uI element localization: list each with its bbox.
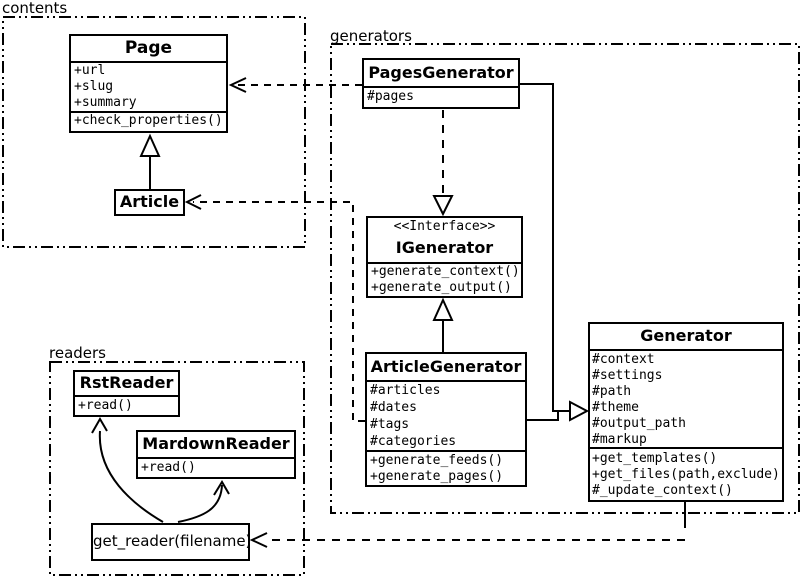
package-contents-border [2, 16, 306, 248]
class-box-markdownreader: MardownReader +read() [136, 430, 296, 479]
class-attributes-pagesgenerator: #pages [364, 88, 518, 105]
inheritance-arrow-article-to-page [139, 133, 161, 189]
class-box-generator: Generator #context #settings #path #them… [588, 322, 784, 502]
function-box-get-reader: get_reader(filename) [91, 523, 251, 561]
class-title-igenerator: <<Interface>> IGenerator [368, 218, 521, 264]
class-box-rstreader: RstReader +read() [73, 370, 180, 417]
attribute-dates: #dates [370, 400, 417, 415]
class-attributes-page: +url +slug +summary [71, 63, 226, 113]
attribute-articles: #articles [370, 383, 441, 398]
method-get-files: +get_files(path,exclude) [592, 467, 780, 482]
class-methods-markdownreader: +read() [138, 459, 294, 476]
package-generators-border [330, 43, 800, 514]
method-markdown-read: +read() [141, 460, 196, 475]
dependency-arrow-generator-to-getreader [249, 502, 686, 548]
inheritance-arrow-generators-to-generator [520, 83, 590, 422]
method-check-properties: +check_properties() [74, 113, 223, 128]
class-box-igenerator: <<Interface>> IGenerator +generate_conte… [366, 216, 523, 298]
class-box-pagesgenerator: PagesGenerator #pages [362, 58, 520, 109]
class-title-pagesgenerator: PagesGenerator [364, 60, 518, 88]
class-title-rstreader: RstReader [75, 372, 178, 397]
package-label-contents: contents [2, 0, 68, 17]
attribute-categories: #categories [370, 434, 457, 449]
attribute-path: #path [592, 384, 632, 399]
attribute-context: #context [592, 352, 655, 367]
method-rst-read: +read() [78, 398, 133, 413]
stereotype-interface: <<Interface>> [393, 219, 496, 234]
attribute-theme: #theme [592, 400, 639, 415]
class-methods-articlegenerator: +generate_feeds() +generate_pages() [367, 452, 525, 485]
package-label-generators: generators [330, 27, 412, 45]
class-title-page: Page [71, 36, 226, 63]
attribute-pages: #pages [367, 89, 414, 104]
class-methods-rstreader: +read() [75, 397, 178, 414]
dependency-arrow-pagesgenerator-to-page [228, 77, 362, 93]
call-arrow-getreader-to-markdownreader [177, 480, 230, 523]
attribute-slug: +slug [74, 79, 114, 94]
class-attributes-generator: #context #settings #path #theme #output_… [590, 351, 782, 449]
method-generate-pages: +generate_pages() [370, 469, 504, 484]
attribute-summary: +summary [74, 95, 137, 110]
class-attributes-articlegenerator: #articles #dates #tags #categories [367, 382, 525, 452]
call-arrow-getreader-to-rstreader [91, 417, 164, 523]
method-generate-output: +generate_output() [371, 280, 512, 295]
attribute-settings: #settings [592, 368, 663, 383]
class-box-articlegenerator: ArticleGenerator #articles #dates #tags … [365, 352, 527, 487]
attribute-output-path: #output_path [592, 416, 686, 431]
class-box-article: Article [114, 189, 185, 216]
method-generate-feeds: +generate_feeds() [370, 453, 504, 468]
attribute-markup: #markup [592, 432, 647, 447]
attribute-tags: #tags [370, 417, 410, 432]
package-readers-border [49, 361, 305, 576]
realization-arrow-articlegenerator-to-igenerator [432, 297, 454, 352]
class-methods-page: +check_properties() [71, 113, 226, 129]
method-update-context: #_update_context() [592, 483, 733, 498]
method-generate-context: +generate_context() [371, 264, 520, 279]
dependency-arrow-articlegenerator-to-article [184, 194, 365, 422]
attribute-url: +url [74, 63, 106, 78]
class-box-page: Page +url +slug +summary +check_properti… [69, 34, 228, 133]
class-title-article: Article [119, 192, 180, 211]
class-title-articlegenerator: ArticleGenerator [367, 354, 525, 382]
class-title-markdownreader: MardownReader [138, 432, 294, 459]
class-methods-igenerator: +generate_context() +generate_output() [368, 264, 521, 296]
class-name-igenerator: IGenerator [395, 238, 494, 257]
method-get-templates: +get_templates() [592, 451, 718, 466]
realization-arrow-pagesgenerator-to-igenerator [432, 110, 454, 217]
package-label-readers: readers [49, 344, 106, 362]
class-methods-generator: +get_templates() +get_files(path,exclude… [590, 449, 782, 499]
class-title-generator: Generator [590, 324, 782, 351]
